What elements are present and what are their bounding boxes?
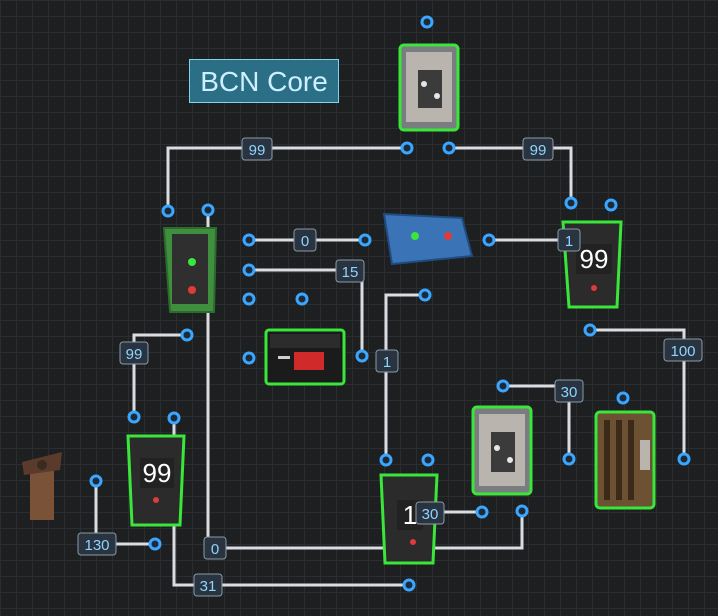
label-15: 15 — [335, 259, 365, 283]
port-top-right — [442, 141, 456, 155]
port-left-in — [161, 204, 175, 218]
splitter-blue[interactable] — [382, 212, 474, 266]
port-0-left — [242, 233, 256, 247]
svg-text:0: 0 — [301, 233, 309, 250]
label-battery-30: 30 — [415, 501, 445, 525]
port-transformer — [616, 391, 630, 405]
label-center-1: 1 — [375, 349, 399, 373]
car-battery[interactable] — [264, 328, 346, 386]
svg-text:1: 1 — [383, 354, 391, 371]
port-0-right — [358, 233, 372, 247]
label-31: 31 — [193, 573, 223, 597]
wire-left-99 — [132, 333, 187, 417]
battery-right-display: 99 — [580, 244, 609, 274]
svg-text:30: 30 — [422, 506, 439, 523]
label-0: 0 — [293, 228, 317, 252]
label-100: 100 — [663, 338, 703, 362]
port-a — [242, 292, 256, 306]
label-1-right: 1 — [557, 228, 581, 252]
ports[interactable] — [89, 15, 691, 592]
port-30 — [496, 379, 510, 393]
label-top-left: 99 — [241, 137, 273, 161]
port-center-battery-out — [421, 453, 435, 467]
port-center-1 — [418, 288, 432, 302]
windmill[interactable] — [22, 452, 62, 520]
port-c — [242, 351, 256, 365]
electrical-branch-top[interactable] — [398, 43, 460, 132]
port-bottom-switch-out — [515, 504, 529, 518]
wire-top-right — [449, 146, 573, 203]
label-bottom-0: 0 — [203, 536, 227, 560]
port-130 — [148, 537, 162, 551]
port-left-battery-out — [167, 411, 181, 425]
electrical-branch-bottom[interactable] — [471, 405, 533, 496]
transformer[interactable] — [594, 410, 656, 510]
wires — [94, 146, 686, 587]
svg-text:99: 99 — [249, 142, 266, 159]
port-splitter-out — [482, 233, 496, 247]
svg-text:15: 15 — [342, 264, 359, 281]
battery-center[interactable]: 1 — [379, 473, 439, 565]
label-130: 130 — [77, 532, 117, 556]
svg-text:99: 99 — [530, 142, 547, 159]
port-top-switch — [420, 15, 434, 29]
battery-left-display: 99 — [143, 458, 172, 488]
port-car-battery — [355, 349, 369, 363]
port-center-battery-in — [379, 453, 393, 467]
battery-center-display: 1 — [403, 500, 417, 530]
port-100 — [583, 323, 597, 337]
label-30: 30 — [554, 379, 584, 403]
wire-labels: 99 99 0 15 1 99 1 100 30 130 0 31 30 — [77, 137, 703, 597]
port-left-99 — [180, 328, 194, 342]
wire-center-1 — [384, 293, 425, 460]
port-top-left — [400, 141, 414, 155]
wire-0-bottom — [206, 210, 524, 550]
svg-text:31: 31 — [200, 578, 217, 595]
label-left-99: 99 — [119, 341, 149, 365]
svg-text:130: 130 — [84, 537, 109, 554]
port-right-battery — [604, 198, 618, 212]
battery-left[interactable]: 99 — [126, 434, 186, 527]
svg-text:30: 30 — [561, 384, 578, 401]
port-b — [295, 292, 309, 306]
svg-text:1: 1 — [565, 233, 573, 250]
port-100-end — [677, 452, 691, 466]
port-left-battery-in — [127, 410, 141, 424]
port-31 — [402, 578, 416, 592]
port-windmill — [89, 474, 103, 488]
port-30-end — [562, 452, 576, 466]
svg-text:100: 100 — [670, 343, 695, 360]
svg-text:0: 0 — [211, 541, 219, 558]
port-left-out — [201, 203, 215, 217]
wire-top-left — [166, 146, 407, 211]
smart-switch-left[interactable] — [162, 227, 218, 313]
label-top-right: 99 — [522, 137, 554, 161]
port-15 — [242, 263, 256, 277]
wire-100 — [590, 328, 686, 459]
port-bottom-switch-in — [475, 505, 489, 519]
svg-text:99: 99 — [126, 346, 143, 363]
title-label: BCN Core — [189, 59, 339, 103]
port-right-battery-in — [564, 196, 578, 210]
